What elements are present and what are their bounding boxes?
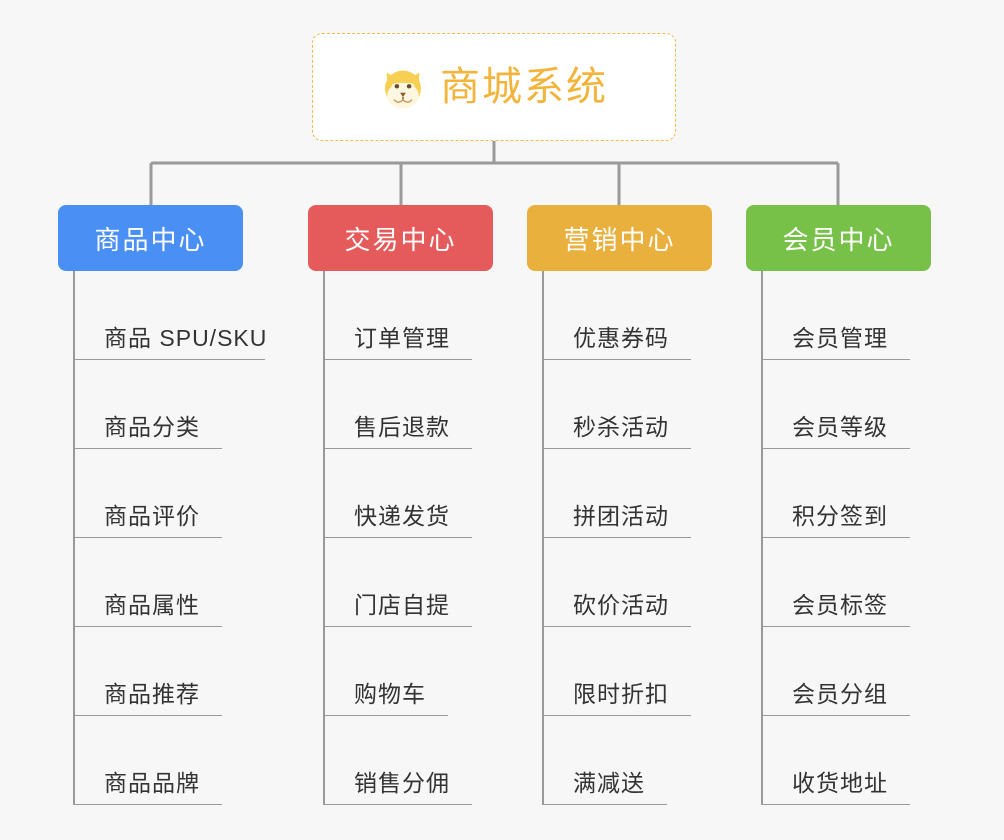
- category-label: 交易中心: [344, 224, 457, 255]
- leaf-underline: [542, 448, 691, 449]
- leaf-label: 商品分类: [104, 414, 200, 440]
- leaf-underline: [73, 448, 222, 449]
- leaf-label: 满减送: [573, 770, 645, 796]
- leaf-label: 门店自提: [354, 592, 450, 618]
- leaf-item[interactable]: 商品属性: [58, 538, 243, 627]
- leaf-underline: [542, 359, 691, 360]
- leaf-item[interactable]: 商品品牌: [58, 716, 243, 805]
- column-spine: [323, 271, 325, 805]
- leaf-item[interactable]: 积分签到: [746, 449, 931, 538]
- leaf-item[interactable]: 商品评价: [58, 449, 243, 538]
- leaf-label: 商品评价: [104, 503, 200, 529]
- leaf-label: 优惠券码: [573, 325, 669, 351]
- column-spine: [542, 271, 544, 805]
- leaf-label: 会员管理: [792, 325, 888, 351]
- leaf-underline: [761, 804, 910, 805]
- dog-face-icon: [380, 64, 426, 110]
- leaf-label: 销售分佣: [354, 770, 450, 796]
- category-header-member-center[interactable]: 会员中心: [746, 205, 931, 271]
- leaf-label: 会员等级: [792, 414, 888, 440]
- leaf-label: 砍价活动: [573, 592, 669, 618]
- leaf-label: 商品品牌: [104, 770, 200, 796]
- leaf-underline: [323, 448, 472, 449]
- leaf-item[interactable]: 砍价活动: [527, 538, 712, 627]
- leaf-item[interactable]: 满减送: [527, 716, 712, 805]
- leaf-underline: [73, 804, 222, 805]
- leaf-item[interactable]: 收货地址: [746, 716, 931, 805]
- leaf-label: 快递发货: [354, 503, 450, 529]
- root-node-mall-system[interactable]: 商城系统: [312, 33, 676, 141]
- leaf-item[interactable]: 售后退款: [308, 360, 493, 449]
- root-title: 商城系统: [440, 65, 608, 109]
- leaf-item[interactable]: 优惠券码: [527, 271, 712, 360]
- leaf-label: 售后退款: [354, 414, 450, 440]
- leaf-item[interactable]: 会员分组: [746, 627, 931, 716]
- leaf-underline: [761, 537, 910, 538]
- leaf-label: 订单管理: [354, 325, 450, 351]
- category-column-trade-center: 交易中心订单管理售后退款快递发货门店自提购物车销售分佣: [308, 205, 493, 805]
- category-header-product-center[interactable]: 商品中心: [58, 205, 243, 271]
- leaf-underline: [542, 715, 691, 716]
- leaf-item[interactable]: 秒杀活动: [527, 360, 712, 449]
- leaf-underline: [323, 537, 472, 538]
- leaf-underline: [761, 448, 910, 449]
- leaf-underline: [73, 715, 222, 716]
- leaf-label: 会员分组: [792, 681, 888, 707]
- leaf-item[interactable]: 限时折扣: [527, 627, 712, 716]
- leaf-label: 拼团活动: [573, 503, 669, 529]
- category-column-marketing-center: 营销中心优惠券码秒杀活动拼团活动砍价活动限时折扣满减送: [527, 205, 712, 805]
- leaf-underline: [542, 537, 691, 538]
- leaf-item[interactable]: 商品 SPU/SKU: [58, 271, 266, 360]
- leaf-item[interactable]: 订单管理: [308, 271, 493, 360]
- leaf-item[interactable]: 快递发货: [308, 449, 493, 538]
- leaf-item[interactable]: 商品推荐: [58, 627, 243, 716]
- leaf-underline: [761, 359, 910, 360]
- leaf-label: 收货地址: [792, 770, 888, 796]
- category-label: 营销中心: [563, 224, 676, 255]
- category-label: 商品中心: [94, 224, 207, 255]
- leaf-underline: [542, 626, 691, 627]
- category-column-product-center: 商品中心商品 SPU/SKU 商品分类商品评价商品属性商品推荐商品品牌: [58, 205, 266, 805]
- category-header-trade-center[interactable]: 交易中心: [308, 205, 493, 271]
- category-column-member-center: 会员中心会员管理会员等级积分签到会员标签会员分组收货地址: [746, 205, 931, 805]
- leaf-underline: [73, 537, 222, 538]
- leaf-underline: [761, 626, 910, 627]
- leaf-underline: [323, 715, 448, 716]
- category-header-marketing-center[interactable]: 营销中心: [527, 205, 712, 271]
- leaf-underline: [73, 359, 265, 360]
- leaf-label: 限时折扣: [573, 681, 669, 707]
- leaf-item[interactable]: 会员等级: [746, 360, 931, 449]
- leaf-label: 购物车: [354, 681, 426, 707]
- leaf-item[interactable]: 销售分佣: [308, 716, 493, 805]
- leaf-item[interactable]: 门店自提: [308, 538, 493, 627]
- category-label: 会员中心: [782, 224, 895, 255]
- leaf-item[interactable]: 商品分类: [58, 360, 243, 449]
- leaf-underline: [542, 804, 667, 805]
- leaf-underline: [323, 359, 472, 360]
- leaf-label: 会员标签: [792, 592, 888, 618]
- leaf-label: 商品属性: [104, 592, 200, 618]
- leaf-label: 商品 SPU/SKU: [104, 325, 268, 351]
- leaf-item[interactable]: 拼团活动: [527, 449, 712, 538]
- leaf-item[interactable]: 会员管理: [746, 271, 931, 360]
- leaf-underline: [323, 626, 472, 627]
- leaf-underline: [761, 715, 910, 716]
- leaf-list-trade-center: 订单管理售后退款快递发货门店自提购物车销售分佣: [308, 271, 493, 805]
- leaf-item[interactable]: 购物车: [308, 627, 493, 716]
- leaf-item[interactable]: 会员标签: [746, 538, 931, 627]
- leaf-label: 商品推荐: [104, 681, 200, 707]
- leaf-underline: [323, 804, 472, 805]
- leaf-list-member-center: 会员管理会员等级积分签到会员标签会员分组收货地址: [746, 271, 931, 805]
- column-spine: [73, 271, 75, 805]
- leaf-list-product-center: 商品 SPU/SKU 商品分类商品评价商品属性商品推荐商品品牌: [58, 271, 266, 805]
- leaf-label: 积分签到: [792, 503, 888, 529]
- leaf-label: 秒杀活动: [573, 414, 669, 440]
- leaf-underline: [73, 626, 222, 627]
- column-spine: [761, 271, 763, 805]
- leaf-list-marketing-center: 优惠券码秒杀活动拼团活动砍价活动限时折扣满减送: [527, 271, 712, 805]
